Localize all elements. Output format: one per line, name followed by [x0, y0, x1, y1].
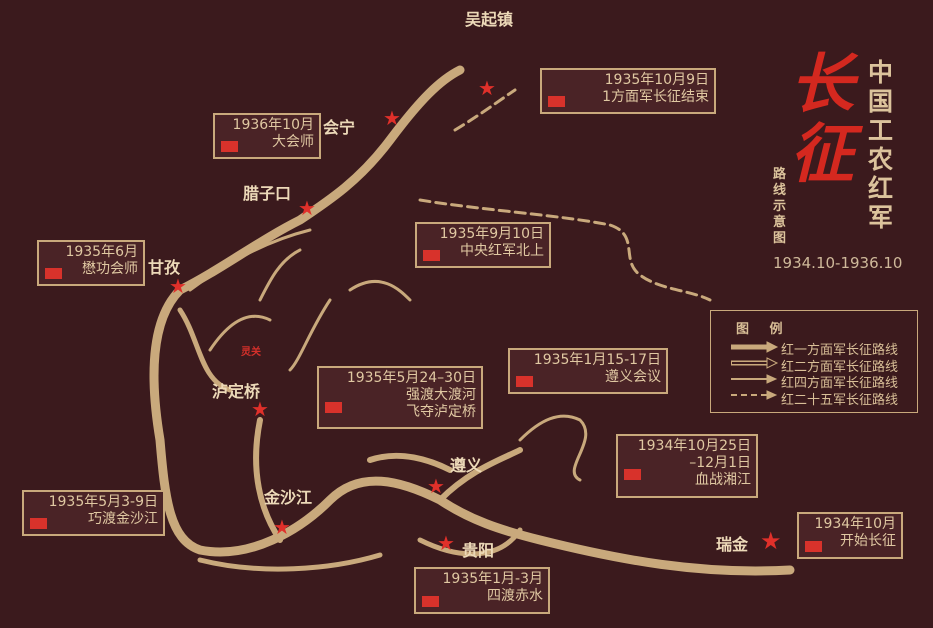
- legend-item-red-2: 红二方面军长征路线: [781, 360, 899, 375]
- event-date: 1934年10月25日: [637, 438, 751, 454]
- red-flag-icon: [422, 596, 439, 607]
- star-icon: ★: [383, 106, 401, 130]
- place-lazikou: 腊子口: [243, 184, 292, 203]
- star-icon: ★: [298, 196, 316, 220]
- event-text: 开始长征: [840, 533, 896, 549]
- event-date: 1935年10月9日: [604, 72, 709, 88]
- event-date: 1935年1月-3月: [442, 571, 544, 587]
- legend-title: 图 例: [736, 322, 791, 337]
- red-flag-icon: [45, 268, 62, 279]
- event-text: 飞夺泸定桥: [406, 404, 476, 420]
- legend-item-red-1: 红一方面军长征路线: [781, 343, 899, 358]
- star-icon: ★: [169, 274, 187, 298]
- legend-item-red-25: 红二十五军长征路线: [781, 393, 899, 408]
- place-zunyi: 遵义: [450, 456, 483, 475]
- event-text: 巧渡金沙江: [88, 511, 158, 527]
- event-box: 1934年10月 开始长征: [797, 512, 903, 559]
- event-text: –12月1日: [689, 455, 751, 471]
- place-ruijin: 瑞金: [716, 535, 749, 554]
- legend-symbols: [731, 341, 779, 400]
- event-text: 遵义会议: [605, 369, 661, 385]
- place-jinshajiang: 金沙江: [264, 488, 313, 507]
- event-text: 大会师: [272, 134, 314, 150]
- title-main: 中国工农红军: [868, 58, 894, 232]
- event-text: 血战湘江: [695, 472, 751, 488]
- legend-item-red-4: 红四方面军长征路线: [781, 376, 899, 391]
- place-ganzi: 甘孜: [148, 258, 181, 277]
- place-huining: 会宁: [323, 118, 356, 137]
- place-guiyang: 贵阳: [462, 541, 495, 560]
- event-box: 1934年10月25日 –12月1日 血战湘江: [616, 434, 758, 498]
- red-flag-icon: [325, 402, 342, 413]
- route-red-25: [418, 88, 712, 302]
- event-date: 1935年5月24–30日: [346, 370, 476, 386]
- place-lingguan: 灵关: [241, 347, 261, 358]
- red-flag-icon: [624, 469, 641, 480]
- red-flag-icon: [548, 96, 565, 107]
- route-red-1: [149, 65, 795, 576]
- red-flag-icon: [221, 141, 238, 152]
- star-icon: ★: [478, 76, 496, 100]
- event-box: 1935年5月3-9日 巧渡金沙江: [22, 490, 165, 536]
- event-text: 四渡赤水: [487, 588, 543, 604]
- star-icon: ★: [427, 474, 445, 498]
- event-text: 懋功会师: [82, 261, 138, 277]
- event-box: 1935年10月9日 1方面军长征结束: [540, 68, 716, 114]
- event-date: 1935年9月10日: [439, 226, 544, 242]
- place-wuqizhen: 吴起镇: [465, 10, 514, 29]
- star-icon: ★: [437, 531, 455, 555]
- event-text: 强渡大渡河: [406, 387, 476, 403]
- event-date: 1936年10月: [232, 117, 314, 133]
- star-icon: ★: [273, 515, 291, 539]
- event-box: 1935年5月24–30日 强渡大渡河 飞夺泸定桥: [317, 366, 483, 429]
- event-box: 1935年9月10日 中央红军北上: [415, 222, 551, 268]
- route-red-4: [188, 228, 588, 482]
- star-icon: ★: [251, 397, 269, 421]
- place-ludingqiao: 泸定桥: [212, 382, 261, 401]
- event-date: 1935年5月3-9日: [48, 494, 158, 510]
- route-red-1b: [253, 417, 523, 543]
- red-flag-icon: [423, 250, 440, 261]
- event-text: 中央红军北上: [460, 243, 544, 259]
- title-subtitle: 路线示意图: [773, 167, 787, 246]
- event-box: 1936年10月 大会师: [213, 113, 321, 159]
- title-calligraphy: 长征: [790, 47, 854, 192]
- title-dates: 1934.10-1936.10: [773, 254, 903, 272]
- route-red-2: [177, 307, 523, 572]
- event-box: 1935年1月15-17日 遵义会议: [508, 348, 668, 394]
- event-date: 1934年10月: [814, 516, 896, 532]
- star-icon: ★: [760, 527, 782, 555]
- red-flag-icon: [30, 518, 47, 529]
- red-flag-icon: [805, 541, 822, 552]
- event-box: 1935年6月 懋功会师: [37, 240, 145, 286]
- red-flag-icon: [516, 376, 533, 387]
- legend: 图 例 红一方面军长征路线 红二方面军长征路线 红四方面军长征路线 红二十五军长…: [710, 310, 918, 413]
- event-text: 1方面军长征结束: [602, 89, 709, 105]
- event-date: 1935年1月15-17日: [533, 352, 661, 368]
- event-date: 1935年6月: [65, 244, 138, 260]
- event-box: 1935年1月-3月 四渡赤水: [414, 567, 550, 614]
